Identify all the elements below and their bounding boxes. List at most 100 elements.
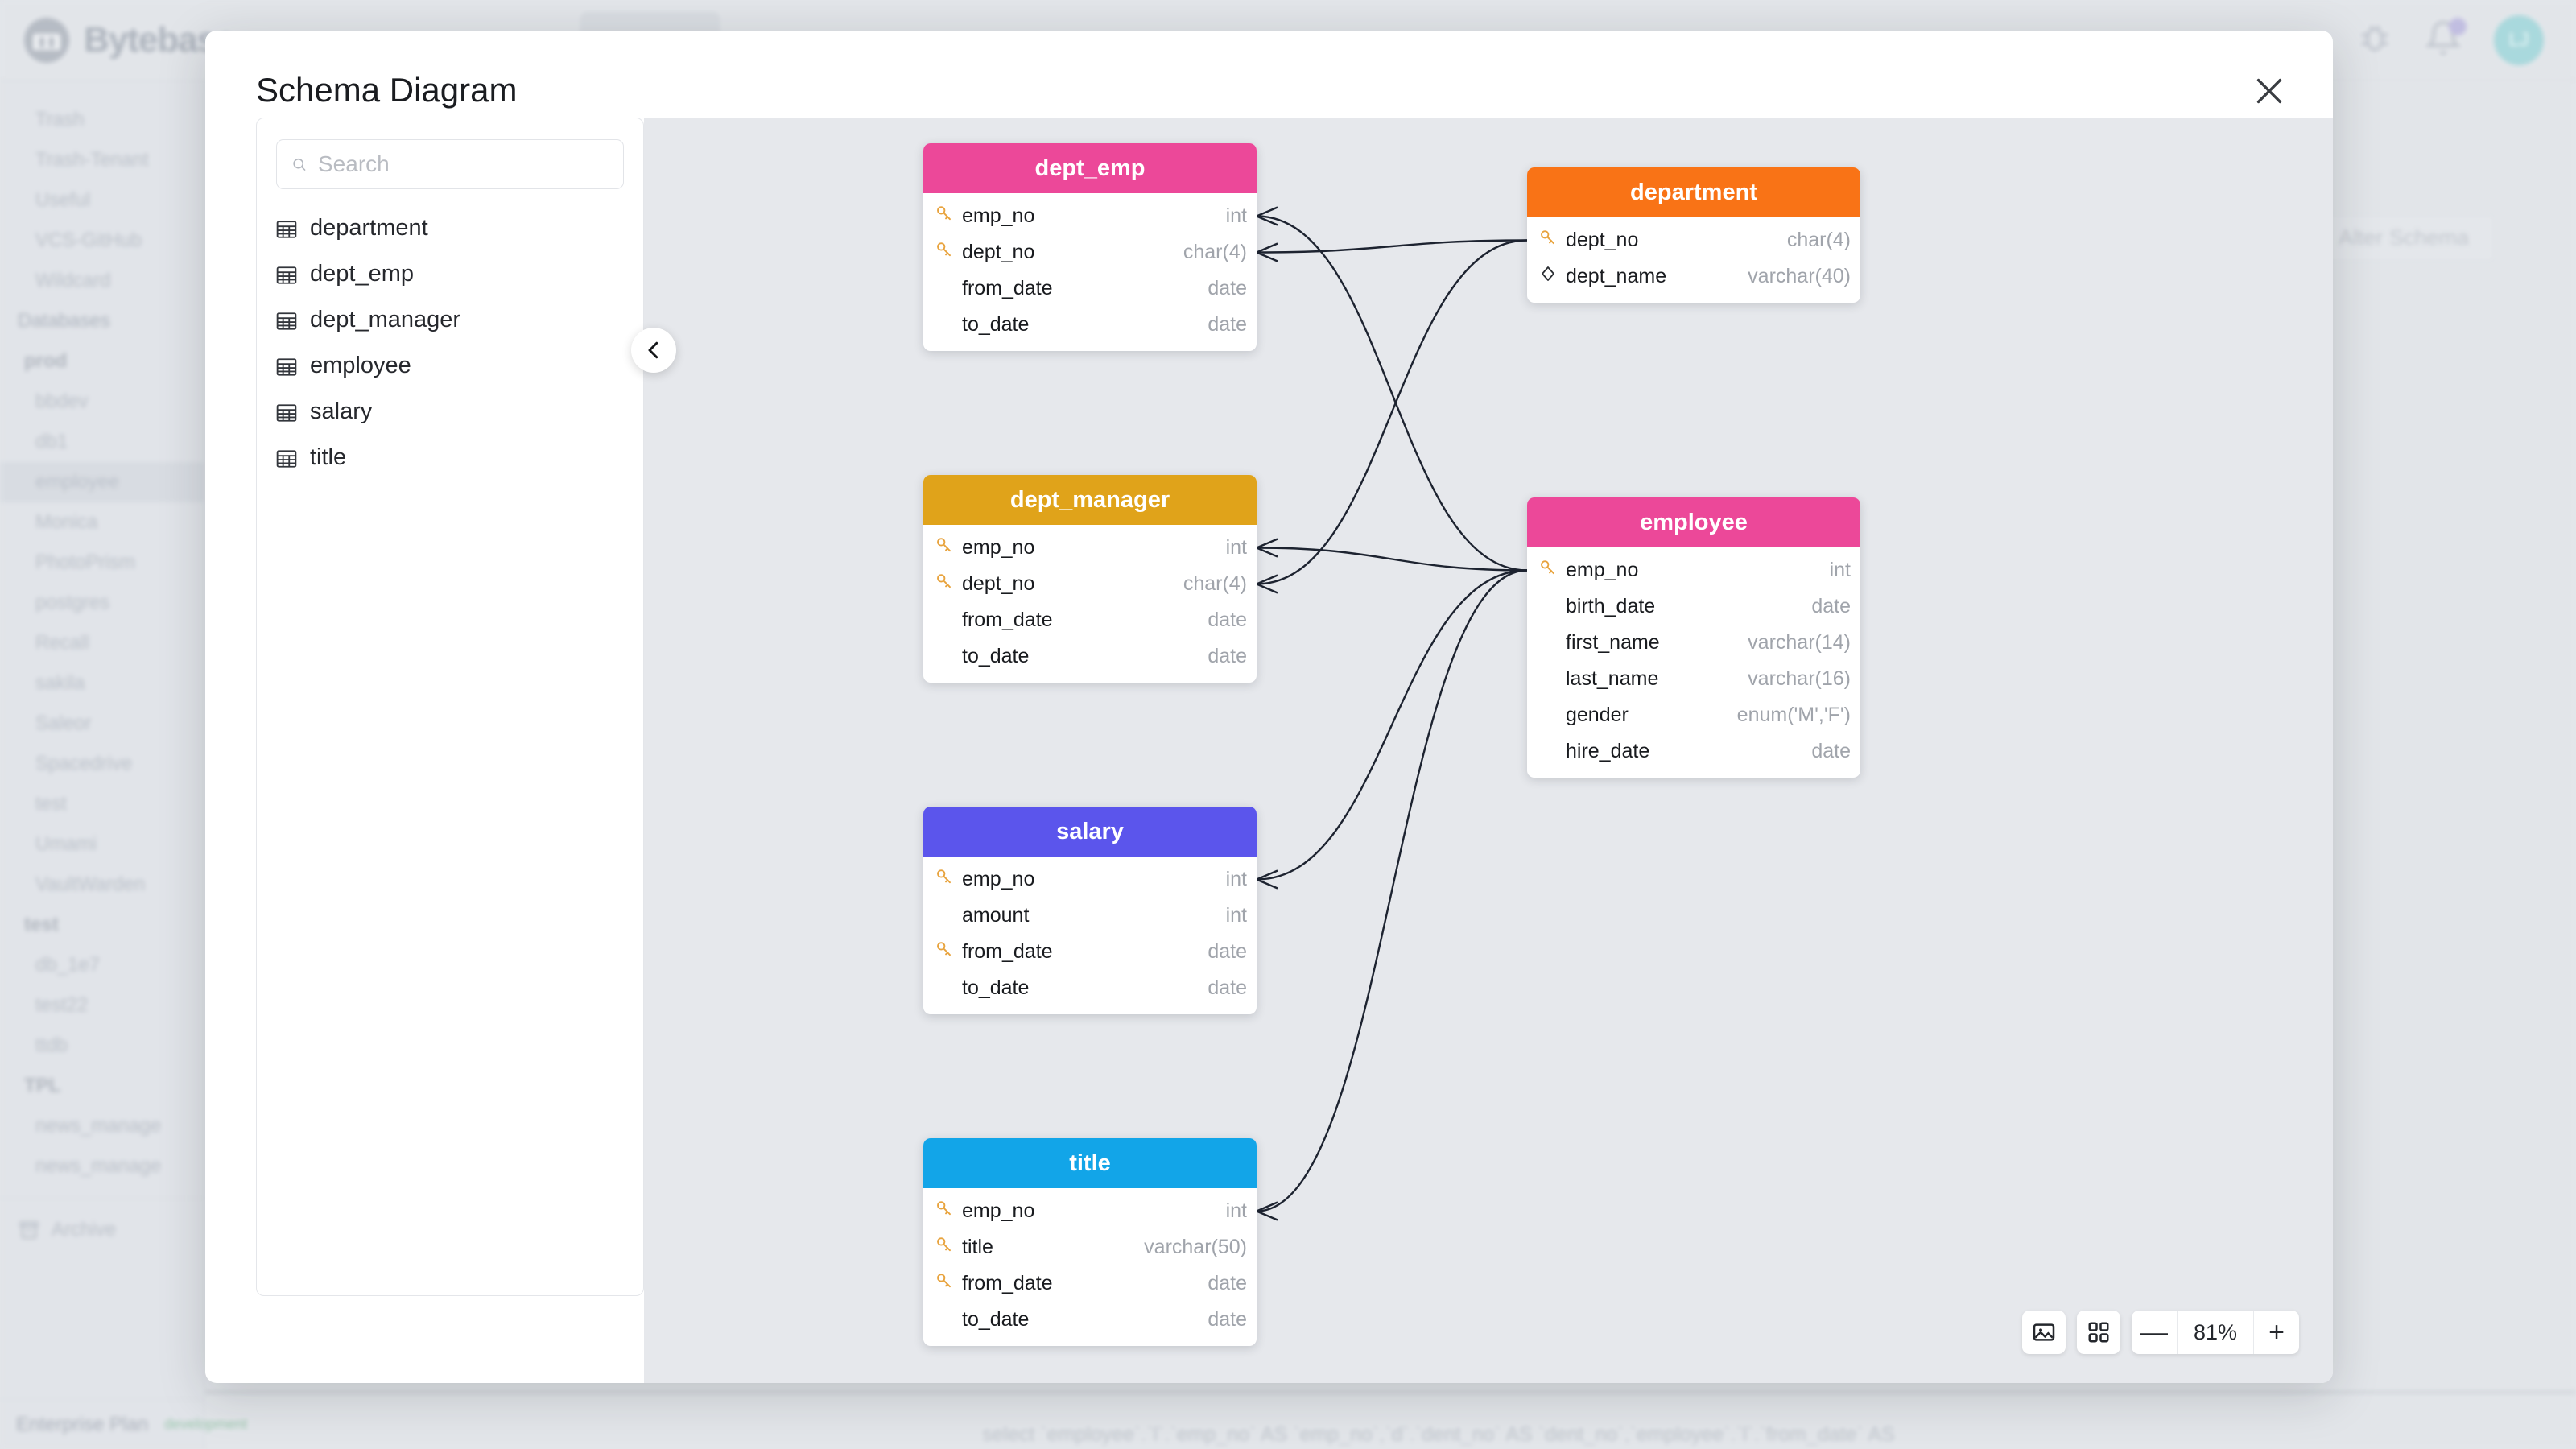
sidebar-item-photoprism[interactable]: PhotoPrism	[0, 543, 204, 583]
zoom-in-button[interactable]: +	[2268, 1316, 2285, 1348]
table-list-item-dept_manager[interactable]: dept_manager	[257, 297, 643, 343]
sidebar-item-sakila[interactable]: sakila	[0, 663, 204, 704]
table-list-item-department[interactable]: department	[257, 205, 643, 251]
sidebar-item-employee[interactable]: employee	[0, 462, 204, 502]
search-box[interactable]	[276, 139, 624, 189]
sidebar-item-tpl[interactable]: TPL	[0, 1066, 204, 1106]
column-name: emp_no	[962, 868, 1035, 890]
relationship-edge	[1256, 239, 1528, 254]
table-list-item-title[interactable]: title	[257, 435, 643, 481]
table-node-title: department	[1527, 167, 1860, 217]
crowsfoot-marker	[1253, 869, 1278, 890]
sidebar-divider	[0, 1198, 204, 1199]
sidebar-item-label: db1	[35, 431, 68, 452]
sidebar-item-label: VCS-GitHub	[35, 229, 142, 251]
crowsfoot-marker	[1253, 242, 1278, 262]
sidebar-item-label: news_manage	[35, 1155, 162, 1177]
sidebar-item-label: Monica	[35, 511, 98, 533]
column-type: date	[1208, 1308, 1247, 1331]
sidebar-item-umami[interactable]: Umami	[0, 824, 204, 865]
sidebar-item-spacedrive[interactable]: Spacedrive	[0, 744, 204, 784]
bytebase-logo-icon	[24, 17, 69, 63]
table-list-item-employee[interactable]: employee	[257, 343, 643, 389]
sidebar-item-label: prod	[24, 350, 68, 372]
sidebar-item-label: postgres	[35, 592, 110, 613]
sidebar-item-label: test22	[35, 994, 89, 1016]
app-logo[interactable]: Bytebase	[0, 17, 236, 63]
sidebar-item-test[interactable]: test	[0, 784, 204, 824]
table-icon	[276, 448, 297, 468]
grid-icon	[2088, 1322, 2109, 1343]
table-node-title: dept_emp	[923, 143, 1257, 193]
collapse-panel-button[interactable]	[631, 328, 676, 373]
sidebar-item-news-manage[interactable]: news_manage	[0, 1106, 204, 1146]
sidebar-item-prod[interactable]: prod	[0, 341, 204, 382]
sidebar-item-useful[interactable]: Useful	[0, 180, 204, 221]
sidebar-item-recall[interactable]: Recall	[0, 623, 204, 663]
sidebar-item-saleor[interactable]: Saleor	[0, 704, 204, 744]
export-image-button[interactable]	[2022, 1311, 2066, 1354]
relationship-edge	[1256, 569, 1528, 881]
relationship-edge	[1256, 239, 1528, 585]
primary-key-icon	[935, 572, 956, 597]
modal-header: Schema Diagram	[205, 31, 2333, 111]
table-icon	[276, 266, 297, 284]
search-input[interactable]	[318, 151, 609, 177]
sidebar-item-label: employee	[35, 471, 120, 493]
table-icon	[276, 312, 297, 330]
table-list-item-dept_emp[interactable]: dept_emp	[257, 251, 643, 297]
primary-key-icon	[937, 1237, 951, 1252]
sql-preview-text: select `employee`.`l`.`emp_no` AS `emp_n…	[982, 1423, 1895, 1446]
primary-key-icon	[935, 939, 956, 964]
sidebar-item-db-1e7[interactable]: db_1e7	[0, 945, 204, 985]
relationship-edges	[1253, 206, 1528, 1221]
column-name: dept_no	[962, 241, 1035, 263]
table-node-title: employee	[1527, 497, 1860, 547]
column-type: int	[1225, 536, 1247, 559]
close-icon[interactable]	[2251, 72, 2288, 109]
chevron-left-icon	[648, 341, 658, 359]
sidebar-item-bbdev[interactable]: bbdev	[0, 382, 204, 422]
avatar[interactable]: LJ	[2494, 14, 2544, 65]
sidebar-item-trash[interactable]: Trash	[0, 100, 204, 140]
sidebar-item-vcs-github[interactable]: VCS-GitHub	[0, 221, 204, 261]
sidebar-item-monica[interactable]: Monica	[0, 502, 204, 543]
sidebar-item-db1[interactable]: db1	[0, 422, 204, 462]
notifications-bell-icon[interactable]	[2424, 18, 2467, 60]
sidebar-item-test[interactable]: test	[0, 905, 204, 945]
sidebar-item-news-manage[interactable]: news_manage	[0, 1146, 204, 1187]
bug-icon[interactable]	[2357, 20, 2392, 60]
table-icon	[276, 357, 297, 376]
sidebar-item-test22[interactable]: test22	[0, 985, 204, 1026]
sidebar-item-databases[interactable]: Databases	[0, 301, 204, 341]
primary-key-icon	[935, 240, 956, 265]
sidebar-item-vaultwarden[interactable]: VaultWarden	[0, 865, 204, 905]
alter-schema-button[interactable]: Alter Schema	[2311, 213, 2496, 262]
sidebar-item-label: test	[35, 793, 67, 815]
table-list-item-salary[interactable]: salary	[257, 389, 643, 435]
table-icon	[276, 311, 297, 330]
sidebar-item-archive[interactable]: Archive	[0, 1210, 204, 1250]
sidebar-item-postgres[interactable]: postgres	[0, 583, 204, 623]
sidebar-item-wildcard[interactable]: Wildcard	[0, 261, 204, 301]
zoom-out-button[interactable]: —	[2140, 1316, 2168, 1348]
primary-key-icon	[1538, 228, 1559, 253]
fit-view-button[interactable]	[2077, 1311, 2120, 1354]
sidebar-item-trash-tenant[interactable]: Trash-Tenant	[0, 140, 204, 180]
editor-divider	[205, 1390, 2576, 1394]
column-name: emp_no	[962, 536, 1035, 559]
sidebar-item-ttdb[interactable]: ttdb	[0, 1026, 204, 1066]
sidebar-item-label: Useful	[35, 189, 91, 211]
